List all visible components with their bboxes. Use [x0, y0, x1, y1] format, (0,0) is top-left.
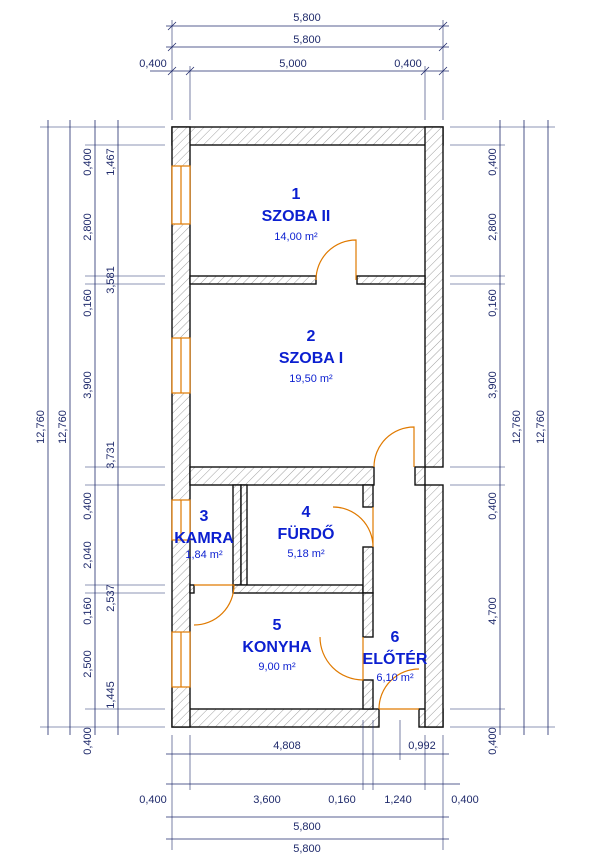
dim-left-wall-0: 0,400	[82, 148, 94, 176]
dim-top-left-wall: 0,400	[139, 58, 167, 70]
dim-right-wall-5: 4,700	[487, 597, 499, 625]
top-dimensions: 5,800 5,800 0,400 5,000 0,400	[139, 12, 449, 120]
dim-right-total-outer: 12,760	[535, 410, 547, 444]
room-3-area: 1,84 m²	[185, 549, 223, 561]
dim-bottom-wall-right: 0,400	[451, 794, 479, 806]
dim-left-total-inner: 12,760	[57, 410, 69, 444]
dim-top-right-wall: 0,400	[394, 58, 422, 70]
outer-wall-right-lower	[424, 484, 444, 728]
door-entrance	[378, 668, 420, 710]
dim-left-window-3: 2,537	[105, 584, 117, 612]
partition-2-lower-left	[189, 466, 375, 486]
room-5-number: 5	[273, 617, 282, 634]
dim-bottom-hall: 1,240	[384, 794, 412, 806]
dim-right-wall-0: 0,400	[487, 148, 499, 176]
dim-left-wall-8: 0,400	[82, 727, 94, 755]
dim-left-window-4: 1,445	[105, 681, 117, 709]
windows	[171, 165, 191, 688]
dim-bottom-b: 0,992	[408, 740, 436, 752]
walls	[171, 126, 444, 728]
dim-bottom-total-1: 5,800	[293, 821, 321, 833]
door-room-2	[373, 426, 415, 468]
dim-left-wall-7: 2,500	[82, 650, 94, 678]
room-2-name: SZOBA I	[279, 350, 343, 367]
dim-left-wall-1: 2,800	[82, 213, 94, 241]
room-6-name: ELŐTÉR	[363, 649, 428, 668]
room-2-number: 2	[307, 328, 316, 345]
dim-bottom-wall-left: 0,400	[139, 794, 167, 806]
room-4-area: 5,18 m²	[287, 548, 325, 560]
partition-1-2-right	[356, 275, 426, 285]
outer-wall-top	[171, 126, 444, 146]
dim-left-total-outer: 12,760	[35, 410, 47, 444]
room-6-number: 6	[391, 629, 400, 646]
room-labels: 1 SZOBA II 14,00 m² 2 SZOBA I 19,50 m² 3…	[174, 186, 428, 684]
room-3-name: KAMRA	[174, 530, 234, 547]
bath-right-wall-upper	[362, 484, 374, 508]
dim-bottom-a: 4,808	[273, 740, 301, 752]
outer-wall-bottom-left	[171, 708, 380, 728]
dim-right-wall-1: 2,800	[487, 213, 499, 241]
dim-left-wall-2: 0,160	[82, 289, 94, 317]
dim-left-wall-4: 0,400	[82, 492, 94, 520]
room-5-area: 9,00 m²	[258, 661, 296, 673]
bath-bottom-wall	[232, 584, 364, 594]
dim-left-window-1: 3,581	[105, 266, 117, 294]
room-5-name: KONYHA	[242, 639, 312, 656]
bath-left-wall	[240, 484, 248, 586]
dim-left-wall-5: 2,040	[82, 541, 94, 569]
dim-top-inner: 5,000	[279, 58, 307, 70]
left-dimensions: 12,760 12,760 0,400 2,800 0,160 3,900 0,…	[35, 120, 165, 755]
dim-top-total-1: 5,800	[293, 12, 321, 24]
room-3-number: 3	[200, 508, 209, 525]
dim-bottom-kitchen: 3,600	[253, 794, 281, 806]
right-dimensions: 0,400 2,800 0,160 3,900 0,400 4,700 0,40…	[450, 120, 555, 755]
dim-bottom-partition: 0,160	[328, 794, 356, 806]
dim-left-window-0: 1,467	[105, 148, 117, 176]
door-kitchen	[319, 636, 364, 681]
dim-right-wall-2: 0,160	[487, 289, 499, 317]
door-bath	[332, 506, 374, 548]
dim-right-wall-6: 0,400	[487, 727, 499, 755]
dim-right-total-inner: 12,760	[511, 410, 523, 444]
room-4-name: FÜRDŐ	[278, 524, 335, 543]
kamra-kitchen-wall	[189, 584, 195, 594]
outer-wall-right-upper	[424, 126, 444, 468]
kamra-wall	[232, 484, 242, 586]
doors	[193, 239, 420, 710]
kitchen-hall-wall-upper	[362, 592, 374, 638]
door-kamra	[193, 584, 235, 626]
room-1-number: 1	[292, 186, 301, 203]
kitchen-hall-wall-lower	[362, 679, 374, 710]
outer-wall-left	[171, 126, 191, 728]
bath-right-wall-lower	[362, 546, 374, 594]
dim-bottom-total-2: 5,800	[293, 843, 321, 855]
dim-left-window-2: 3,731	[105, 441, 117, 469]
partition-2-lower-right	[414, 466, 426, 486]
dim-left-wall-6: 0,160	[82, 597, 94, 625]
dim-right-wall-3: 3,900	[487, 371, 499, 399]
door-room-1	[315, 239, 357, 281]
dim-top-total-2: 5,800	[293, 34, 321, 46]
room-4-number: 4	[302, 504, 311, 521]
room-2-area: 19,50 m²	[289, 373, 333, 385]
room-1-name: SZOBA II	[262, 208, 331, 225]
dim-right-wall-4: 0,400	[487, 492, 499, 520]
dim-left-wall-3: 3,900	[82, 371, 94, 399]
room-6-area: 6,10 m²	[376, 672, 414, 684]
room-1-area: 14,00 m²	[274, 231, 318, 243]
bottom-dimensions: 4,808 0,992 0,400 3,600 0,160 1,240 0,40…	[139, 720, 479, 855]
partition-1-2-left	[189, 275, 317, 285]
